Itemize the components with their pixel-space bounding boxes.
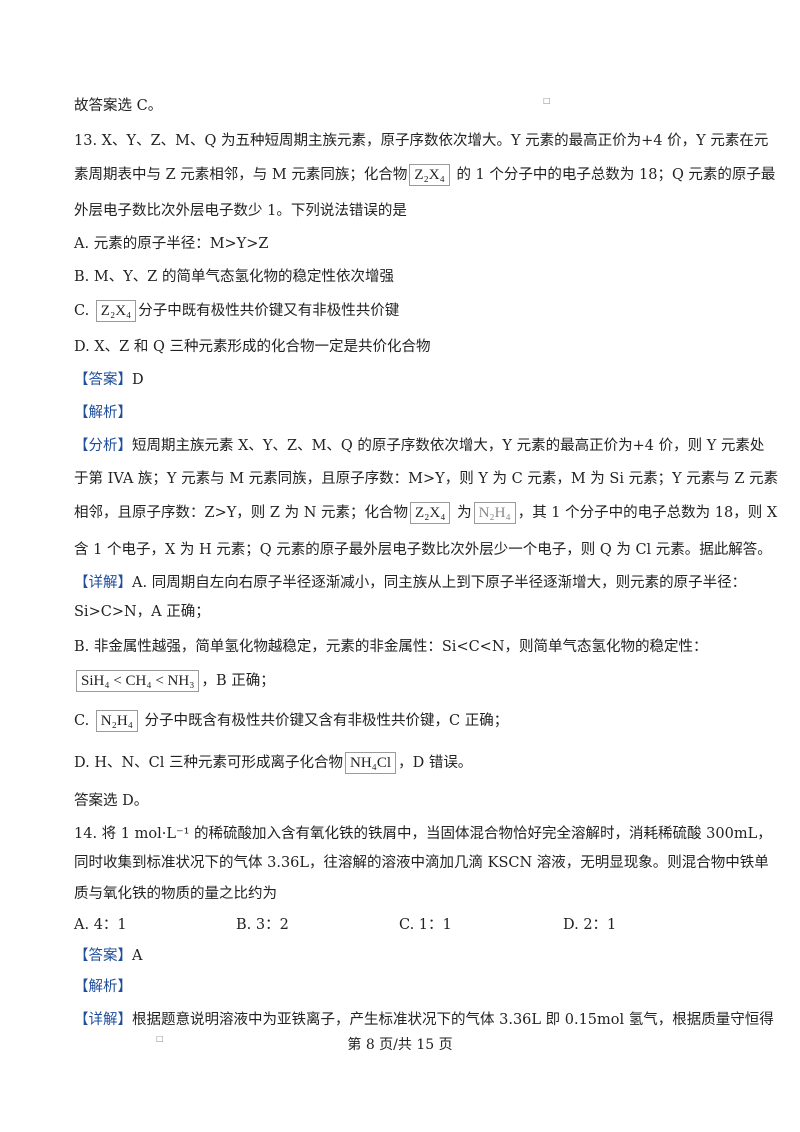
analysis-tag: 【解析】 bbox=[74, 979, 132, 995]
analysis-tag: 【解析】 bbox=[74, 405, 132, 421]
formula-nh4cl: NH₄Cl bbox=[345, 752, 397, 774]
q13-stem: 13. X、Y、Z、M、Q 为五种短周期主族元素，原子序数依次增大。Y 元素的最… bbox=[74, 133, 769, 149]
answer-select: 答案选 D。 bbox=[74, 793, 149, 809]
page-footer: 第 8 页/共 15 页 bbox=[347, 1037, 453, 1053]
answer-row: 【答案】D bbox=[74, 372, 144, 388]
analysis-text: 【分析】短周期主族元素 X、Y、Z、M、Q 的原子序数依次增大，Y 元素的最高正… bbox=[74, 438, 765, 454]
analysis-text: 含 1 个电子，X 为 H 元素；Q 元素的原子最外层电子数比次外层少一个电子，… bbox=[74, 542, 772, 558]
detail-text: C. N₂H₄ 分子中既含有极性共价键又含有非极性共价键，C 正确； bbox=[74, 710, 508, 732]
answer-line: 故答案选 C。 bbox=[74, 98, 163, 114]
q14-stem: 14. 将 1 mol·L⁻¹ 的稀硫酸加入含有氧化铁的铁屑中，当固体混合物恰好… bbox=[74, 826, 772, 842]
analysis-text: 于第 IVA 族；Y 元素与 M 元素同族，且原子序数：M>Y，则 Y 为 C … bbox=[74, 471, 779, 487]
detail-text: 【详解】根据题意说明溶液中为亚铁离子，产生标准状况下的气体 3.36L 即 0.… bbox=[74, 1012, 774, 1028]
detail-text: 【详解】A. 同周期自左向右原子半径逐渐减小，同主族从上到下原子半径逐渐增大，则… bbox=[74, 575, 747, 591]
formula-stability-order: SiH₄ < CH₄ < NH₃ bbox=[76, 670, 200, 692]
marker-dot: □ bbox=[156, 1034, 164, 1043]
option-b: B. M、Y、Z 的简单气态氢化物的稳定性依次增强 bbox=[74, 269, 394, 285]
option-d: D. X、Z 和 Q 三种元素形成的化合物一定是共价化合物 bbox=[74, 339, 431, 355]
q14-option-a: A. 4：1 bbox=[74, 917, 127, 933]
q13-stem: 外层电子数比次外层电子数少 1。下列说法错误的是 bbox=[74, 203, 407, 219]
detail-text: B. 非金属性越强，简单氢化物越稳定，元素的非金属性：Si<C<N，则简单气态氢… bbox=[74, 639, 708, 655]
answer-row: 【答案】A bbox=[74, 948, 143, 964]
detail-text: SiH₄ < CH₄ < NH₃，B 正确； bbox=[74, 670, 275, 692]
formula-n2h4: N₂H₄ bbox=[95, 710, 138, 732]
q14-option-b: B. 3：2 bbox=[236, 917, 289, 933]
formula-z2x4: Z₂X₄ bbox=[409, 164, 450, 186]
q14-stem: 同时收集到标准状况下的气体 3.36L，往溶解的溶液中滴加几滴 KSCN 溶液，… bbox=[74, 855, 769, 871]
q14-option-c: C. 1：1 bbox=[399, 917, 452, 933]
detail-text: Si>C>N，A 正确； bbox=[74, 604, 210, 620]
formula-z2x4: Z₂X₄ bbox=[95, 300, 137, 322]
formula-z2x4: Z₂X₄ bbox=[410, 502, 451, 524]
formula-n2h4: N₂H₄ bbox=[473, 502, 516, 524]
option-a: A. 元素的原子半径：M>Y>Z bbox=[74, 236, 269, 252]
marker-dot: □ bbox=[543, 96, 551, 105]
q14-stem: 质与氧化铁的物质的量之比约为 bbox=[74, 886, 277, 902]
q14-option-d: D. 2：1 bbox=[563, 917, 617, 933]
